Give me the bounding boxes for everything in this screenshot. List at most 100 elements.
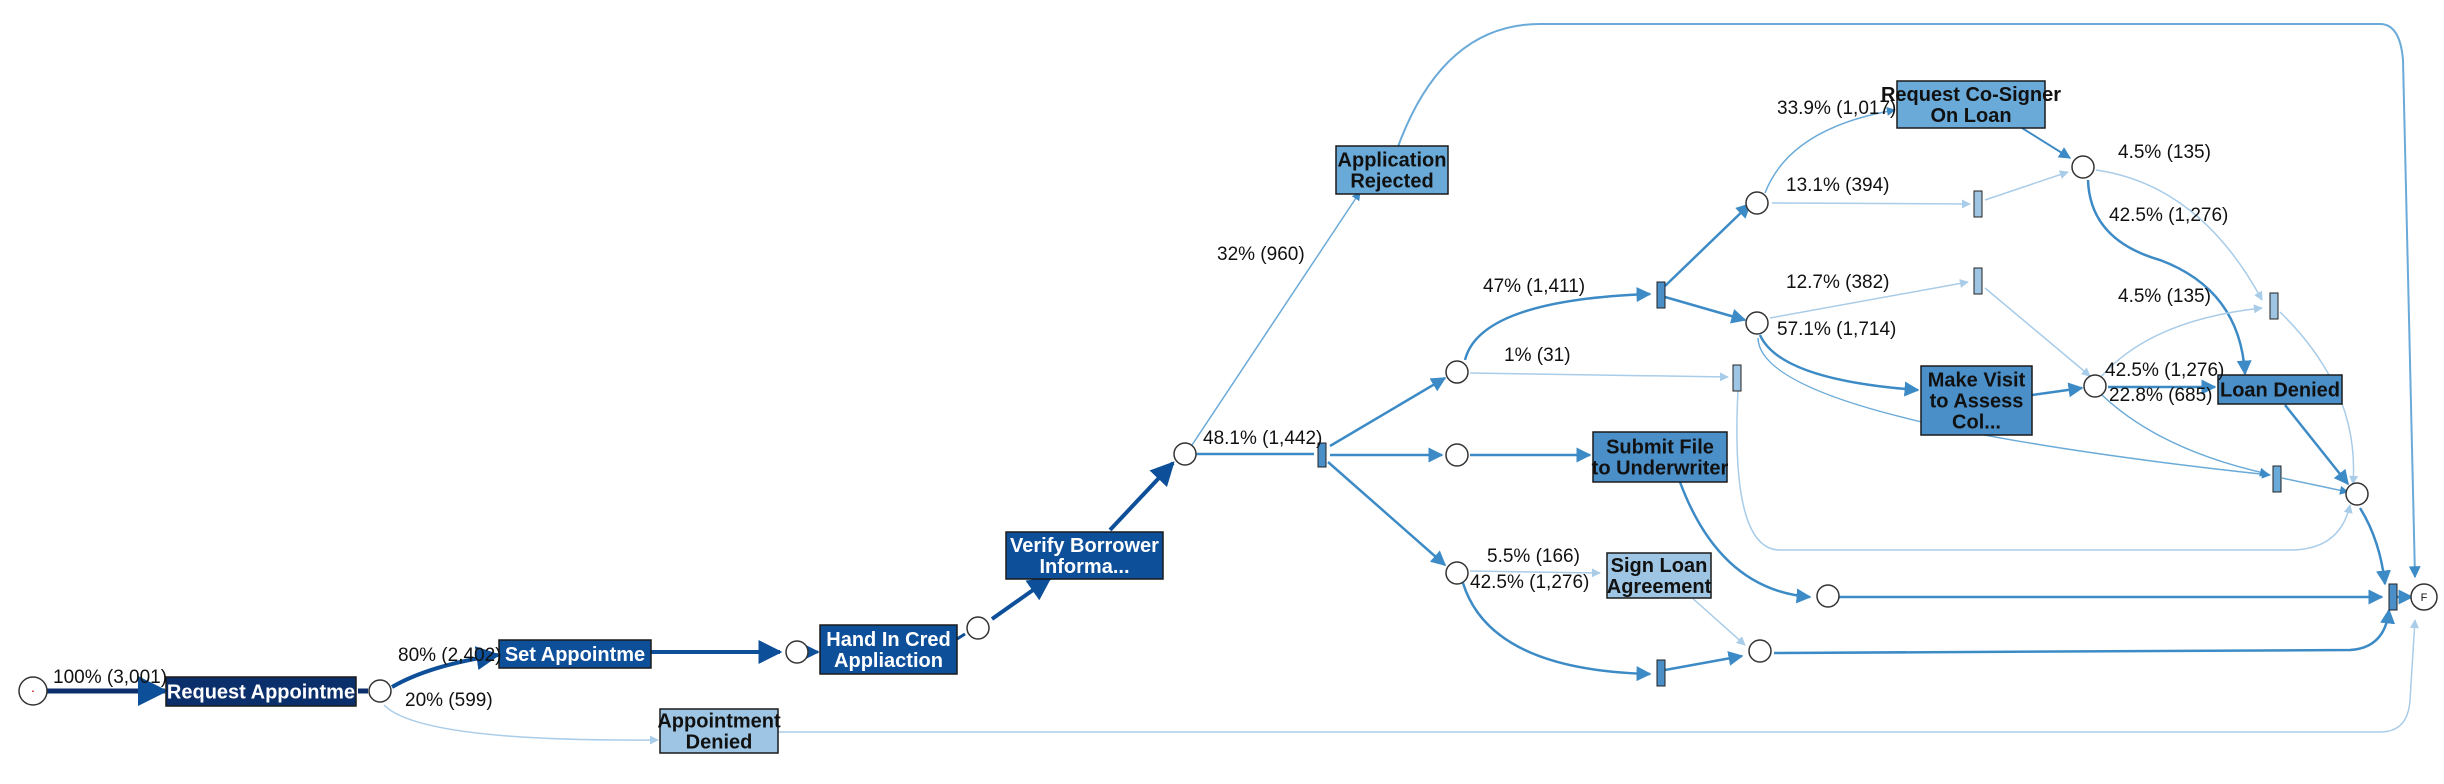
- edge-place-e-to-final-bar: [2358, 507, 2391, 586]
- place-a[interactable]: [1745, 191, 1769, 215]
- place-middle[interactable]: [1445, 443, 1469, 467]
- activity-label: Appointment: [657, 711, 781, 733]
- edges: [47, 23, 2421, 745]
- edge-split-to-upper: [1329, 376, 1447, 448]
- edge-hand-in-to-place: [956, 632, 966, 641]
- bar-127[interactable]: [1973, 267, 1983, 295]
- activity-verify-borrower[interactable]: Verify BorrowerInforma...: [1005, 531, 1164, 580]
- place-f[interactable]: [1816, 584, 1840, 608]
- edge-place-c-to-loan-denied: [2086, 179, 2252, 376]
- activity-request-appointment[interactable]: Request Appointme: [165, 676, 357, 707]
- edge-bar-1-to-place-e: [1736, 389, 2353, 551]
- label-rejected: 32% (960): [1217, 244, 1305, 265]
- activity-box[interactable]: [165, 676, 357, 707]
- activity-box[interactable]: [1606, 552, 1712, 599]
- activity-label: Agreement: [1607, 576, 1712, 598]
- place-after-hand-in[interactable]: [966, 616, 990, 640]
- activity-box[interactable]: [819, 624, 958, 675]
- place-after-verify[interactable]: [1173, 442, 1197, 466]
- activity-label: Appliaction: [834, 650, 943, 672]
- edge-place-to-verify: [990, 576, 1052, 621]
- activity-label: Loan Denied: [2220, 380, 2340, 402]
- edge-make-visit-to-place-d: [2031, 382, 2084, 398]
- label-1: 1% (31): [1504, 345, 1571, 366]
- edge-loan-denied-to-place-e: [2284, 404, 2349, 486]
- label-228: 22.8% (685): [2109, 385, 2213, 406]
- edge-place-d-to-bar-lower: [2101, 394, 2269, 477]
- activity-box[interactable]: [1005, 531, 1164, 580]
- split-bar[interactable]: [1317, 442, 1327, 468]
- activity-box[interactable]: [498, 639, 652, 669]
- silent-transitions: [1317, 190, 2398, 687]
- activity-box[interactable]: [1896, 80, 2046, 129]
- edge-place-c-to-bar-45: [2095, 169, 2263, 301]
- activity-label: Denied: [686, 732, 753, 754]
- bar-47[interactable]: [1656, 281, 1666, 309]
- label-set: 80% (2,402): [398, 645, 502, 666]
- activity-box[interactable]: [1335, 145, 1449, 195]
- place-c[interactable]: [2071, 155, 2095, 179]
- edge-bar-lower-to-place-e: [2281, 477, 2349, 495]
- activity-box[interactable]: [1920, 365, 2033, 436]
- bar-45[interactable]: [2269, 292, 2279, 320]
- label-425a: 42.5% (1,276): [2109, 205, 2228, 226]
- activity-label: On Loan: [1930, 105, 2011, 127]
- edge-place-d-to-bar-45b: [2099, 304, 2263, 379]
- edge-submit-to-place-f: [1678, 481, 1812, 604]
- final-place[interactable]: [2410, 583, 2438, 611]
- place-b[interactable]: [1745, 311, 1769, 335]
- edge-upper-to-bar-1: [1469, 372, 1729, 382]
- place-lower[interactable]: [1445, 561, 1469, 585]
- edge-split-to-lower: [1327, 461, 1447, 566]
- label-55: 5.5% (166): [1487, 546, 1580, 567]
- place-d[interactable]: [2083, 374, 2107, 398]
- bar-lower-right[interactable]: [2272, 465, 2282, 493]
- place-after-request[interactable]: [368, 679, 392, 703]
- place-e[interactable]: [2345, 482, 2369, 506]
- edge-appointment-denied-to-final: [778, 619, 2419, 733]
- label-verify-continue: 48.1% (1,442): [1203, 428, 1322, 449]
- start-place[interactable]: [18, 676, 48, 706]
- bar-1[interactable]: [1732, 364, 1742, 392]
- label-571: 57.1% (1,714): [1777, 319, 1896, 340]
- edge-place-g-to-final-bar: [1773, 608, 2396, 655]
- label-cosigner: 33.9% (1,017): [1777, 98, 1896, 119]
- activity-label: Hand In Cred: [826, 629, 950, 651]
- edge-verify-to-place: [1108, 461, 1175, 532]
- activity-box[interactable]: [2217, 374, 2343, 405]
- place-g[interactable]: [1748, 639, 1772, 663]
- edge-sign-to-place-g: [1689, 595, 1746, 646]
- places: · F: [18, 155, 2438, 706]
- place-after-set[interactable]: [785, 640, 809, 664]
- activity-label: Col...: [1952, 412, 2001, 434]
- activity-label: Request Co-Signer: [1881, 84, 2061, 106]
- activity-label: Informa...: [1039, 556, 1129, 578]
- activity-loan-denied[interactable]: Loan Denied: [2217, 374, 2343, 405]
- final-bar[interactable]: [2388, 583, 2398, 611]
- label-47: 47% (1,411): [1483, 276, 1585, 297]
- activity-box[interactable]: [1592, 431, 1728, 483]
- activities: Request Appointme Set AppointmeAppointmen…: [165, 80, 2343, 754]
- activity-label: Rejected: [1350, 171, 1433, 193]
- edge-place-to-application-rejected: [1191, 191, 1361, 446]
- final-place-label: F: [2421, 592, 2428, 604]
- activity-box[interactable]: [659, 708, 779, 754]
- activity-set-appointment[interactable]: Set Appointme: [498, 639, 652, 669]
- activity-label: Sign Loan: [1611, 555, 1708, 577]
- activity-label: Make Visit: [1928, 370, 2026, 392]
- label-45a: 4.5% (135): [2118, 142, 2211, 163]
- activity-label: Application: [1338, 150, 1447, 172]
- edge-place-b-to-bar-lower: [1757, 337, 2271, 479]
- bar-425[interactable]: [1656, 659, 1666, 687]
- edge-cosigner-to-place-c: [2021, 127, 2072, 159]
- bar-131[interactable]: [1973, 190, 1983, 218]
- place-upper[interactable]: [1445, 360, 1469, 384]
